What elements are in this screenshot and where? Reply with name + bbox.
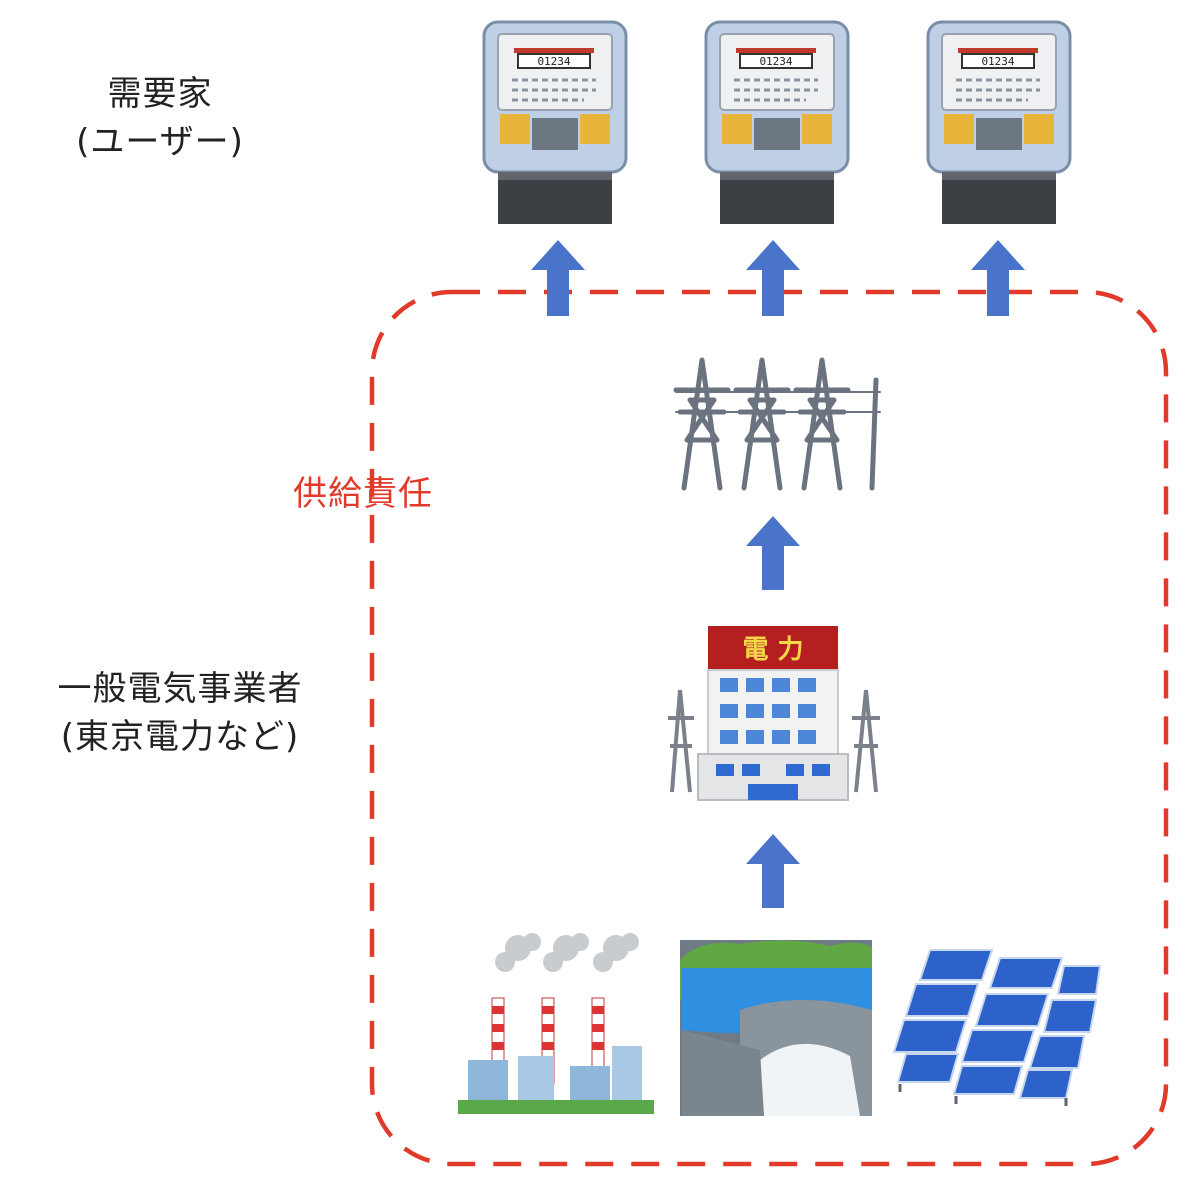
meter-digits: 01234	[537, 55, 570, 68]
transmission-tower-icon	[673, 357, 881, 491]
solar-panel-icon	[892, 949, 1102, 1106]
consumer-label: 需要家 (ユーザー)	[40, 70, 280, 166]
arrow-up-icon	[971, 240, 1025, 316]
hydro-dam-icon	[680, 940, 872, 1116]
supply-responsibility-label: 供給責任	[293, 474, 433, 514]
utility-label: 一般電気事業者 (東京電力など)	[20, 665, 340, 761]
power-company-building-icon: 電 力	[668, 626, 880, 801]
thermal-power-plant-icon	[458, 933, 654, 1114]
consumer-label-line2: (ユーザー)	[76, 122, 244, 162]
utility-label-line2: (東京電力など)	[60, 717, 300, 757]
meter-digits: 01234	[759, 55, 792, 68]
arrow-up-icon	[531, 240, 585, 316]
electric-meter-icon: 01234	[704, 20, 850, 224]
supply-responsibility-boundary	[369, 289, 1169, 1167]
meter-digits: 01234	[981, 55, 1014, 68]
arrow-up-icon	[746, 516, 800, 590]
arrow-up-icon	[746, 240, 800, 316]
utility-label-line1: 一般電気事業者	[57, 669, 303, 709]
consumer-label-line1: 需要家	[107, 74, 213, 114]
arrow-up-icon	[746, 834, 800, 908]
building-sign: 電 力	[742, 635, 803, 665]
electric-meter-icon: 01234	[482, 20, 628, 224]
electric-meter-icon: 01234	[926, 20, 1072, 224]
